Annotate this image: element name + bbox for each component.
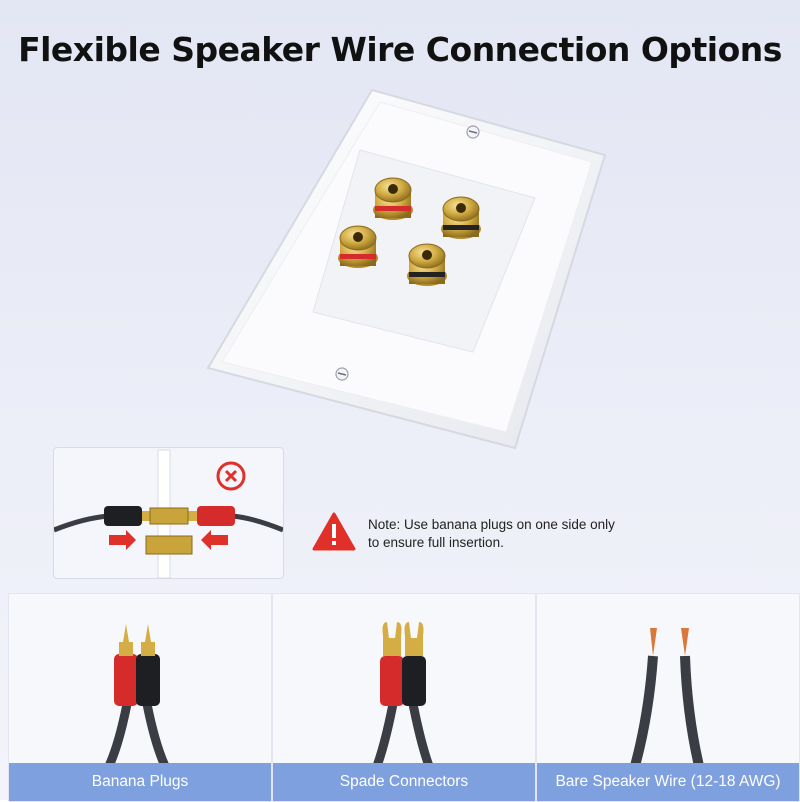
- warning-note-text: Note: Use banana plugs on one side only …: [368, 517, 615, 550]
- card-bare-speaker-wire: Bare Speaker Wire (12-18 AWG): [536, 593, 800, 802]
- page-title: Flexible Speaker Wire Connection Options: [18, 30, 782, 69]
- banana-plug-icon: [104, 624, 170, 764]
- arrow-right-icon: [109, 530, 136, 550]
- binding-post-black-2: [407, 243, 447, 286]
- screw-bottom: [335, 367, 349, 381]
- bare-wire-icon: [630, 628, 704, 764]
- warning-triangle-icon: [312, 512, 356, 551]
- card-label-bare-speaker-wire: Bare Speaker Wire (12-18 AWG): [537, 763, 799, 801]
- red-banana-plug: [197, 506, 235, 526]
- warning-note: Note: Use banana plugs on one side only …: [312, 512, 615, 552]
- screw-top: [466, 125, 480, 139]
- black-banana-plug: [104, 506, 142, 526]
- x-circle-icon: [216, 461, 246, 491]
- spade-connector-icon: [372, 622, 434, 764]
- incorrect-insertion-illustration: [53, 447, 284, 579]
- binding-post-red-2: [338, 225, 378, 268]
- arrow-left-icon: [201, 530, 228, 550]
- card-banana-plugs: Banana Plugs: [8, 593, 272, 802]
- card-label-banana-plugs: Banana Plugs: [9, 763, 271, 801]
- wall-plate-image: [190, 80, 630, 460]
- card-spade-connectors: Spade Connectors: [272, 593, 536, 802]
- binding-post-black-1: [441, 196, 481, 239]
- binding-post-red-1: [373, 177, 413, 220]
- card-label-spade-connectors: Spade Connectors: [273, 763, 535, 801]
